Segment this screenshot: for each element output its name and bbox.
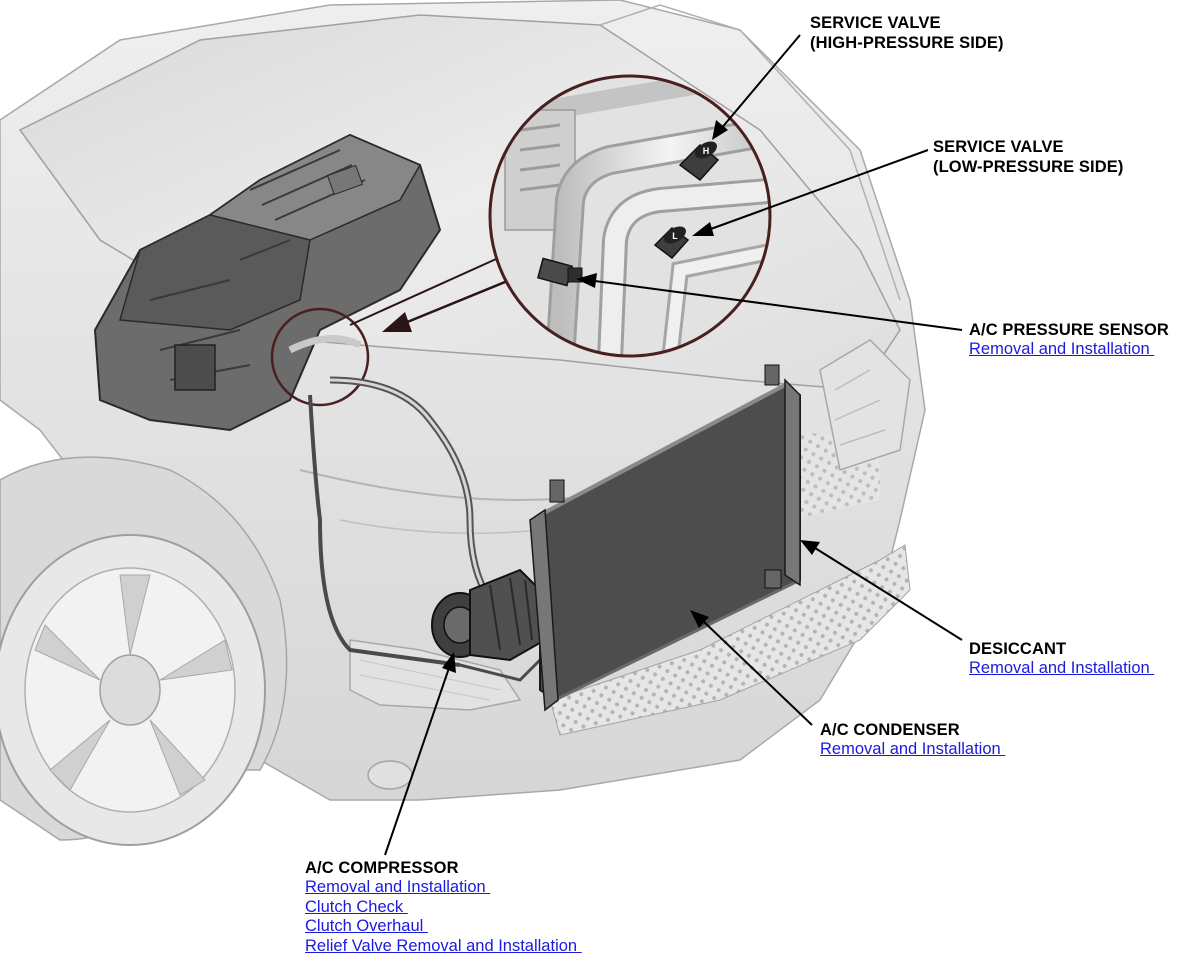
pressure-sensor-title: A/C PRESSURE SENSOR [969,321,1169,339]
lower-grille [549,544,911,736]
hvac-unit [93,133,442,432]
desiccant-removal-link[interactable]: Removal and Installation [969,659,1155,677]
service-valve-high-title-1: SERVICE VALVE [810,14,941,32]
pressure-sensor-removal-link[interactable]: Removal and Installation [969,340,1155,358]
low-valve-marker: L [672,231,678,241]
service-valve-low-title-2: (LOW-PRESSURE SIDE) [933,158,1124,176]
refrigerant-hoses [308,376,542,682]
leader-lines [384,34,963,856]
fog-light [367,760,413,790]
high-valve-marker: H [703,146,710,156]
pressure-sensor [537,257,583,287]
compressor-title: A/C COMPRESSOR [305,859,459,877]
service-valve-low-title-1: SERVICE VALVE [933,138,1064,156]
condenser-removal-link[interactable]: Removal and Installation [820,740,1006,758]
label-service-valve-low: SERVICE VALVE (LOW-PRESSURE SIDE) [933,137,1123,177]
compressor-illustration [431,568,547,662]
high-pressure-valve: H [678,141,720,182]
front-wheel [0,456,288,846]
condenser-illustration [529,364,801,712]
label-condenser: A/C CONDENSER Removal and Installation [820,720,1005,760]
label-pressure-sensor: A/C PRESSURE SENSOR Removal and Installa… [969,320,1169,360]
low-pressure-valve: L [653,226,690,260]
desiccant-title: DESICCANT [969,640,1067,658]
compressor-clutch-check-link[interactable]: Clutch Check [305,897,408,916]
condenser-title: A/C CONDENSER [820,721,960,739]
service-valve-high-title-2: (HIGH-PRESSURE SIDE) [810,34,1004,52]
label-desiccant: DESICCANT Removal and Installation [969,639,1154,679]
compressor-removal-link[interactable]: Removal and Installation [305,878,491,896]
label-service-valve-high: SERVICE VALVE (HIGH-PRESSURE SIDE) [810,13,1004,53]
detail-arrow [399,278,511,327]
detail-callout-circle [270,307,370,407]
zoom-detail: H L [488,74,772,358]
compressor-relief-valve-link[interactable]: Relief Valve Removal and Installation [305,936,582,955]
label-compressor: A/C COMPRESSOR Removal and Installation … [305,858,582,956]
compressor-clutch-overhaul-link[interactable]: Clutch Overhaul [305,917,428,935]
